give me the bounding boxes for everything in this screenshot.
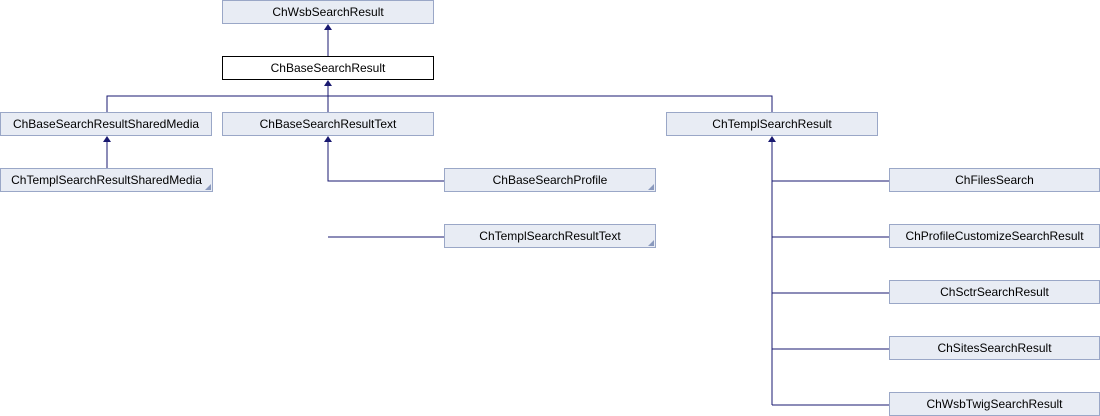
node-base-shared-media[interactable]: ChBaseSearchResultSharedMedia bbox=[0, 112, 212, 136]
node-files-search[interactable]: ChFilesSearch bbox=[889, 168, 1100, 192]
node-sites-search[interactable]: ChSitesSearchResult bbox=[889, 336, 1100, 360]
edge-profile-to-text bbox=[327, 141, 444, 182]
arrowhead-base-shared bbox=[103, 136, 111, 142]
node-templ-search-result[interactable]: ChTemplSearchResult bbox=[666, 112, 878, 136]
node-base-search-result[interactable]: ChBaseSearchResult bbox=[222, 56, 434, 80]
arrowhead-text bbox=[324, 136, 332, 142]
node-sctr-search[interactable]: ChSctrSearchResult bbox=[889, 280, 1100, 304]
node-wsb-search-result[interactable]: ChWsbSearchResult bbox=[222, 0, 434, 24]
arrowhead-templ bbox=[768, 136, 776, 142]
node-profile-customize[interactable]: ChProfileCustomizeSearchResult bbox=[889, 224, 1100, 248]
node-templ-text[interactable]: ChTemplSearchResultText bbox=[444, 224, 656, 248]
arrowhead-wsb bbox=[324, 24, 332, 30]
arrowhead-base bbox=[324, 80, 332, 86]
node-base-text[interactable]: ChBaseSearchResultText bbox=[222, 112, 434, 136]
node-templ-shared-media[interactable]: ChTemplSearchResultSharedMedia bbox=[0, 168, 213, 192]
node-wsb-twig-search[interactable]: ChWsbTwigSearchResult bbox=[889, 392, 1100, 416]
edge-shared-media-to-base bbox=[106, 95, 773, 112]
node-base-search-profile[interactable]: ChBaseSearchProfile bbox=[444, 168, 656, 192]
